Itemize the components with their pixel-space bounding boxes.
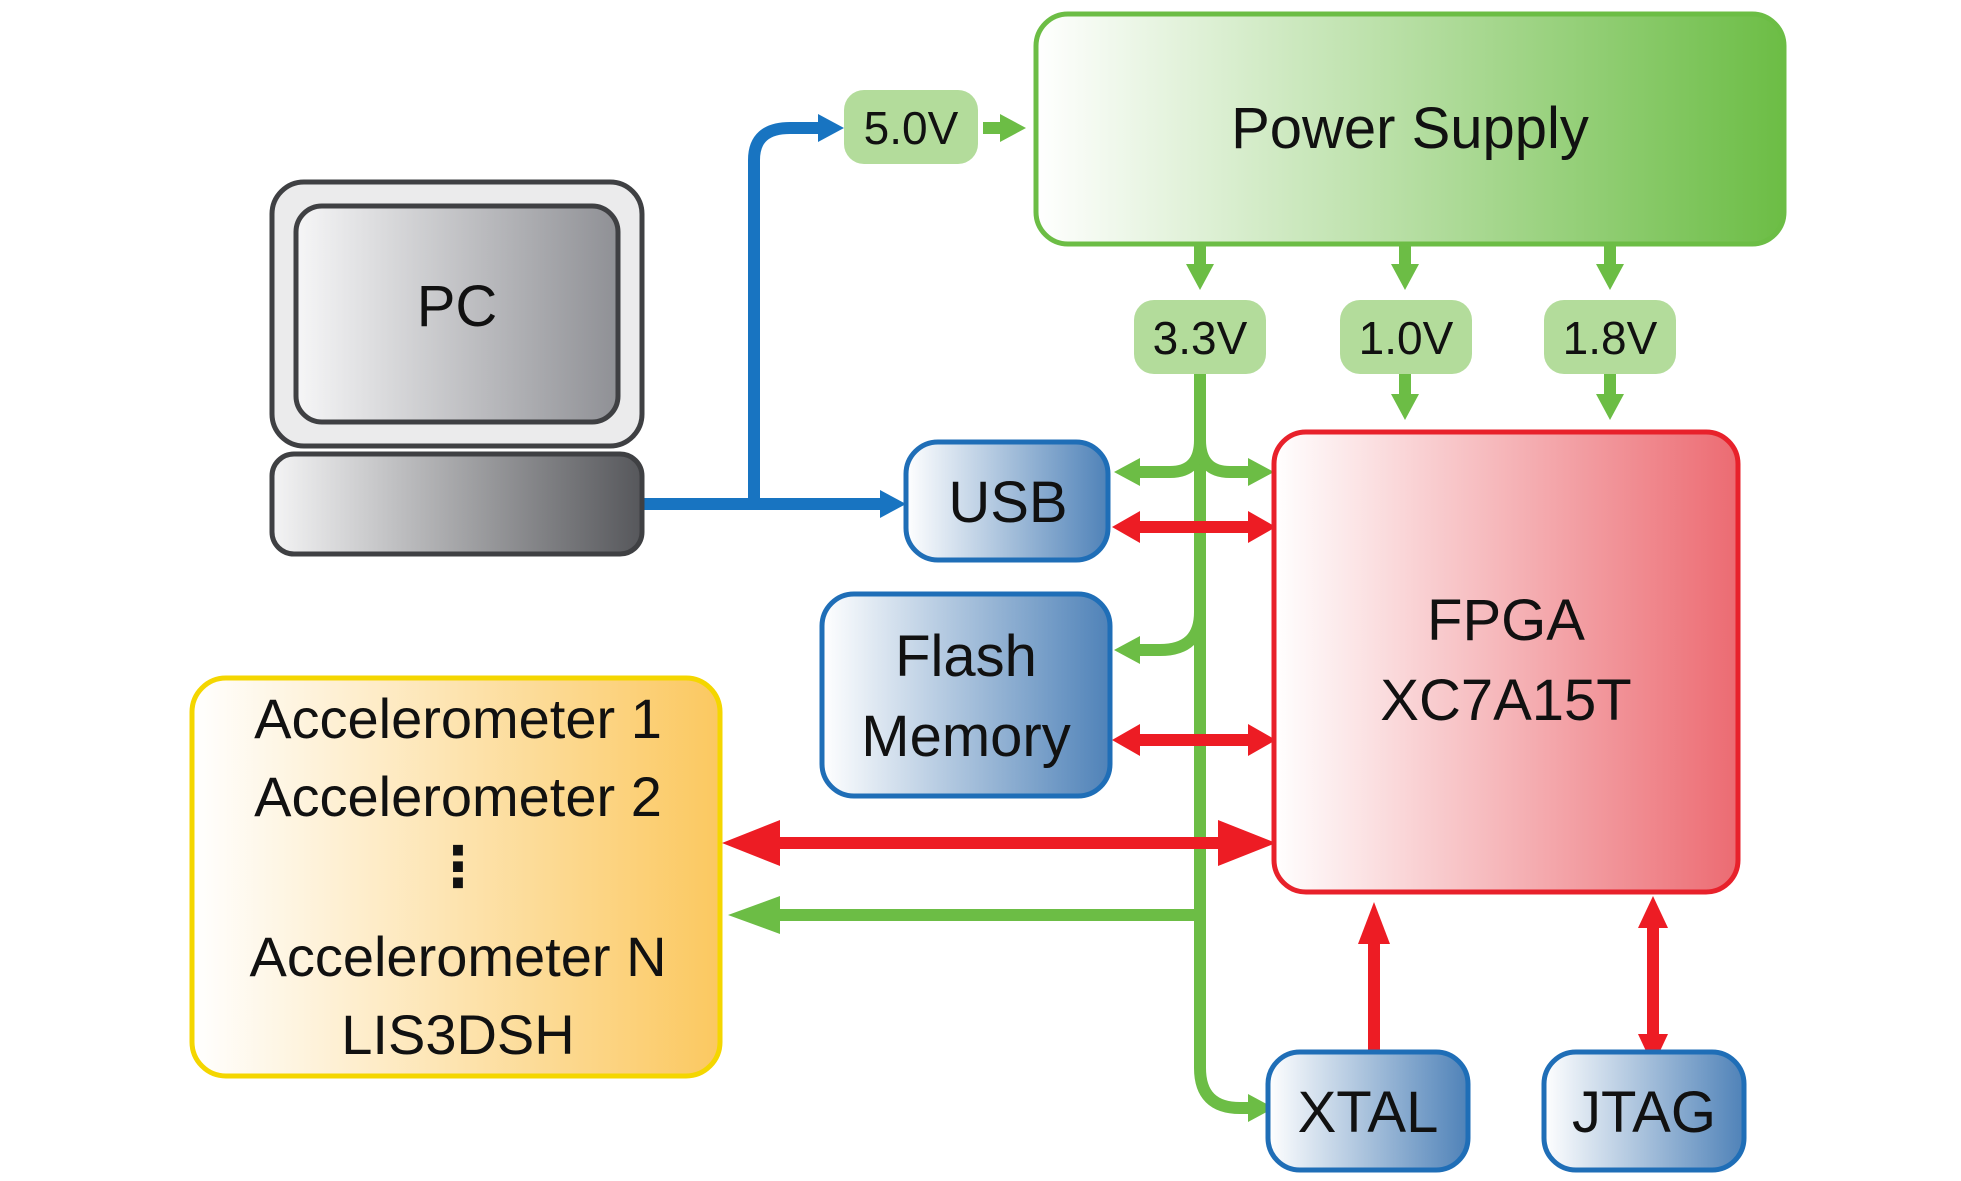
flash-label-line2: Memory [861, 704, 1070, 769]
usb-link-arrowheads [818, 114, 906, 518]
xtal-block: XTAL [1265, 1049, 1471, 1173]
accelerometer-part-label: LIS3DSH [341, 1003, 574, 1066]
voltage-3v3-pill: 3.3V [1134, 300, 1266, 374]
accelerometer-n-label: Accelerometer N [249, 925, 666, 988]
voltage-1v0-pill: 1.0V [1340, 300, 1472, 374]
power-supply-block: Power Supply [1033, 11, 1787, 247]
jtag-block: JTAG [1541, 1049, 1747, 1173]
voltage-1v8-pill: 1.8V [1544, 300, 1676, 374]
flash-label-line1: Flash [895, 624, 1037, 689]
fpga-block: FPGA XC7A15T [1271, 429, 1741, 895]
pc-monitor-screen [293, 203, 621, 425]
pc-base [269, 451, 645, 557]
voltage-1v8-label: 1.8V [1563, 312, 1658, 364]
data-links [780, 521, 1659, 1058]
jtag-label: JTAG [1572, 1080, 1716, 1145]
accelerometer-2-label: Accelerometer 2 [254, 765, 662, 828]
usb-link [640, 122, 880, 510]
pc-label: PC [417, 274, 498, 339]
usb-label: USB [948, 470, 1067, 535]
voltage-3v3-label: 3.3V [1153, 312, 1248, 364]
pc-computer: PC [269, 179, 645, 557]
voltage-5v-pill: 5.0V [844, 90, 978, 164]
power-arrowheads [728, 114, 1624, 1122]
accelerometer-1-label: Accelerometer 1 [254, 687, 662, 750]
flash-memory-block: Flash Memory [819, 591, 1113, 799]
power-supply-label: Power Supply [1231, 96, 1589, 161]
fpga-label-line2: XC7A15T [1380, 668, 1631, 733]
power-rails [780, 122, 1616, 1114]
accelerometer-block: Accelerometer 1 Accelerometer 2 ⋮ Accele… [189, 675, 723, 1079]
fpga-label-line1: FPGA [1427, 588, 1585, 653]
usb-block: USB [903, 439, 1111, 563]
xtal-label: XTAL [1298, 1080, 1439, 1145]
data-link-arrowheads [722, 511, 1668, 1066]
voltage-1v0-label: 1.0V [1359, 312, 1454, 364]
accelerometer-ellipsis: ⋮ [430, 835, 486, 898]
voltage-5v-label: 5.0V [864, 102, 959, 154]
